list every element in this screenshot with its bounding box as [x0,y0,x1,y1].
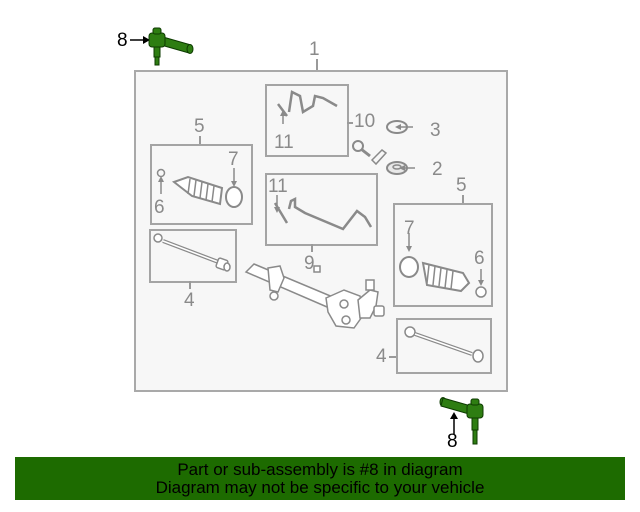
ring-part [386,120,413,134]
leader-line [462,195,464,203]
callout-1: 1 [309,39,320,60]
return-line-part [277,90,338,124]
return-line-box[interactable] [265,84,349,157]
callout-7-left: 7 [228,149,239,170]
callout-7-right: 7 [404,218,415,239]
leader-line [389,356,396,358]
tie-rod-left-part [153,233,231,272]
callout-5-left: 5 [194,116,205,137]
boot-kit-right-part [399,233,487,298]
callout-6-left: 6 [154,197,165,218]
leader-line [311,244,313,252]
tie-rod-right-part [404,326,484,363]
boot-kit-left-part [156,168,243,208]
callout-3: 3 [430,120,441,141]
leader-line [316,59,318,71]
arrow-up-icon [450,412,458,434]
pressure-line-part [273,195,373,231]
callout-6-right: 6 [474,248,485,269]
callout-4-right: 4 [376,346,387,367]
seal-part [386,161,415,175]
leader-line [189,281,191,289]
tie-rod-end-part-top[interactable] [145,25,197,67]
tie-rod-box-left[interactable] [149,229,237,283]
pressure-line-box[interactable] [265,173,378,246]
banner-line-2: Diagram may not be specific to your vehi… [155,478,485,497]
arrow-icon [130,36,150,44]
bolt-clip-part [352,140,388,166]
callout-11-upper: 11 [274,132,294,153]
callout-8-bottom: 8 [447,431,458,452]
banner-line-1: Part or sub-assembly is #8 in diagram [177,460,463,479]
leader-line [199,136,201,144]
steering-rack-part[interactable] [240,260,390,340]
callout-2: 2 [432,159,443,180]
leader-line [347,122,353,124]
callout-9: 9 [304,253,315,274]
info-banner: Part or sub-assembly is #8 in diagram Di… [15,457,625,500]
callout-5-right: 5 [456,175,467,196]
callout-11-lower: 11 [268,176,288,197]
callout-4-left: 4 [184,290,195,311]
callout-8-top: 8 [117,30,128,51]
tie-rod-end-part-bottom[interactable] [437,396,489,446]
callout-10: 10 [354,111,376,132]
